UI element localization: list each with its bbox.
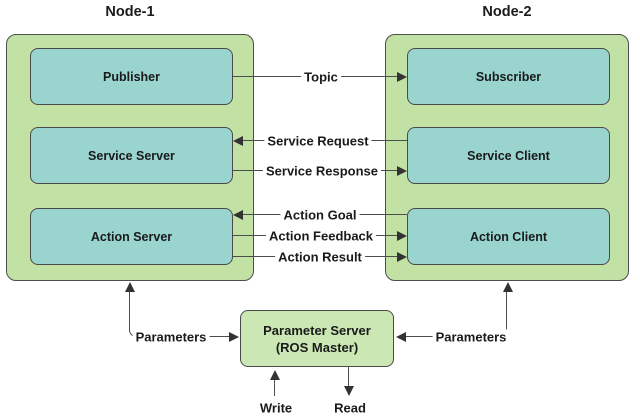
- parameter-server-label-line2: (ROS Master): [275, 339, 359, 355]
- parameter-server-label-line1: Parameter Server: [263, 322, 371, 338]
- action-client-box: Action Client: [407, 208, 610, 265]
- parameters-right-up-arrowhead-icon: [503, 282, 513, 292]
- action-server-box: Action Server: [30, 208, 233, 265]
- node2-title: Node-2: [482, 4, 532, 20]
- topic-label: Topic: [301, 69, 341, 85]
- action-result-label: Action Result: [275, 249, 365, 265]
- subscriber-box: Subscriber: [407, 48, 610, 105]
- read-label: Read: [334, 400, 366, 416]
- service-client-box: Service Client: [407, 127, 610, 184]
- action-goal-arrowhead-icon: [233, 210, 243, 220]
- parameters-left-label: Parameters: [132, 329, 210, 345]
- write-label: Write: [259, 400, 293, 416]
- service-response-arrowhead-icon: [397, 166, 407, 176]
- service-server-box: Service Server: [30, 127, 233, 184]
- read-line: [348, 367, 349, 387]
- parameters-right-label: Parameters: [432, 329, 510, 345]
- topic-arrowhead-icon: [397, 72, 407, 82]
- read-arrowhead-icon: [344, 386, 354, 396]
- publisher-box: Publisher: [30, 48, 233, 105]
- write-line: [274, 379, 275, 396]
- service-request-arrowhead-icon: [233, 136, 243, 146]
- write-arrowhead-icon: [270, 370, 280, 380]
- action-feedback-arrowhead-icon: [397, 231, 407, 241]
- action-feedback-label: Action Feedback: [265, 228, 377, 244]
- action-result-arrowhead-icon: [397, 252, 407, 262]
- parameters-left-right-arrowhead-icon: [229, 332, 239, 342]
- parameter-server-box: Parameter Server (ROS Master): [240, 310, 394, 367]
- parameters-right-left-arrowhead-icon: [396, 332, 406, 342]
- action-goal-label: Action Goal: [280, 207, 360, 223]
- node1-title: Node-1: [105, 4, 155, 20]
- parameters-left-up-arrowhead-icon: [125, 282, 135, 292]
- service-request-label: Service Request: [264, 133, 372, 149]
- service-response-label: Service Response: [262, 163, 382, 179]
